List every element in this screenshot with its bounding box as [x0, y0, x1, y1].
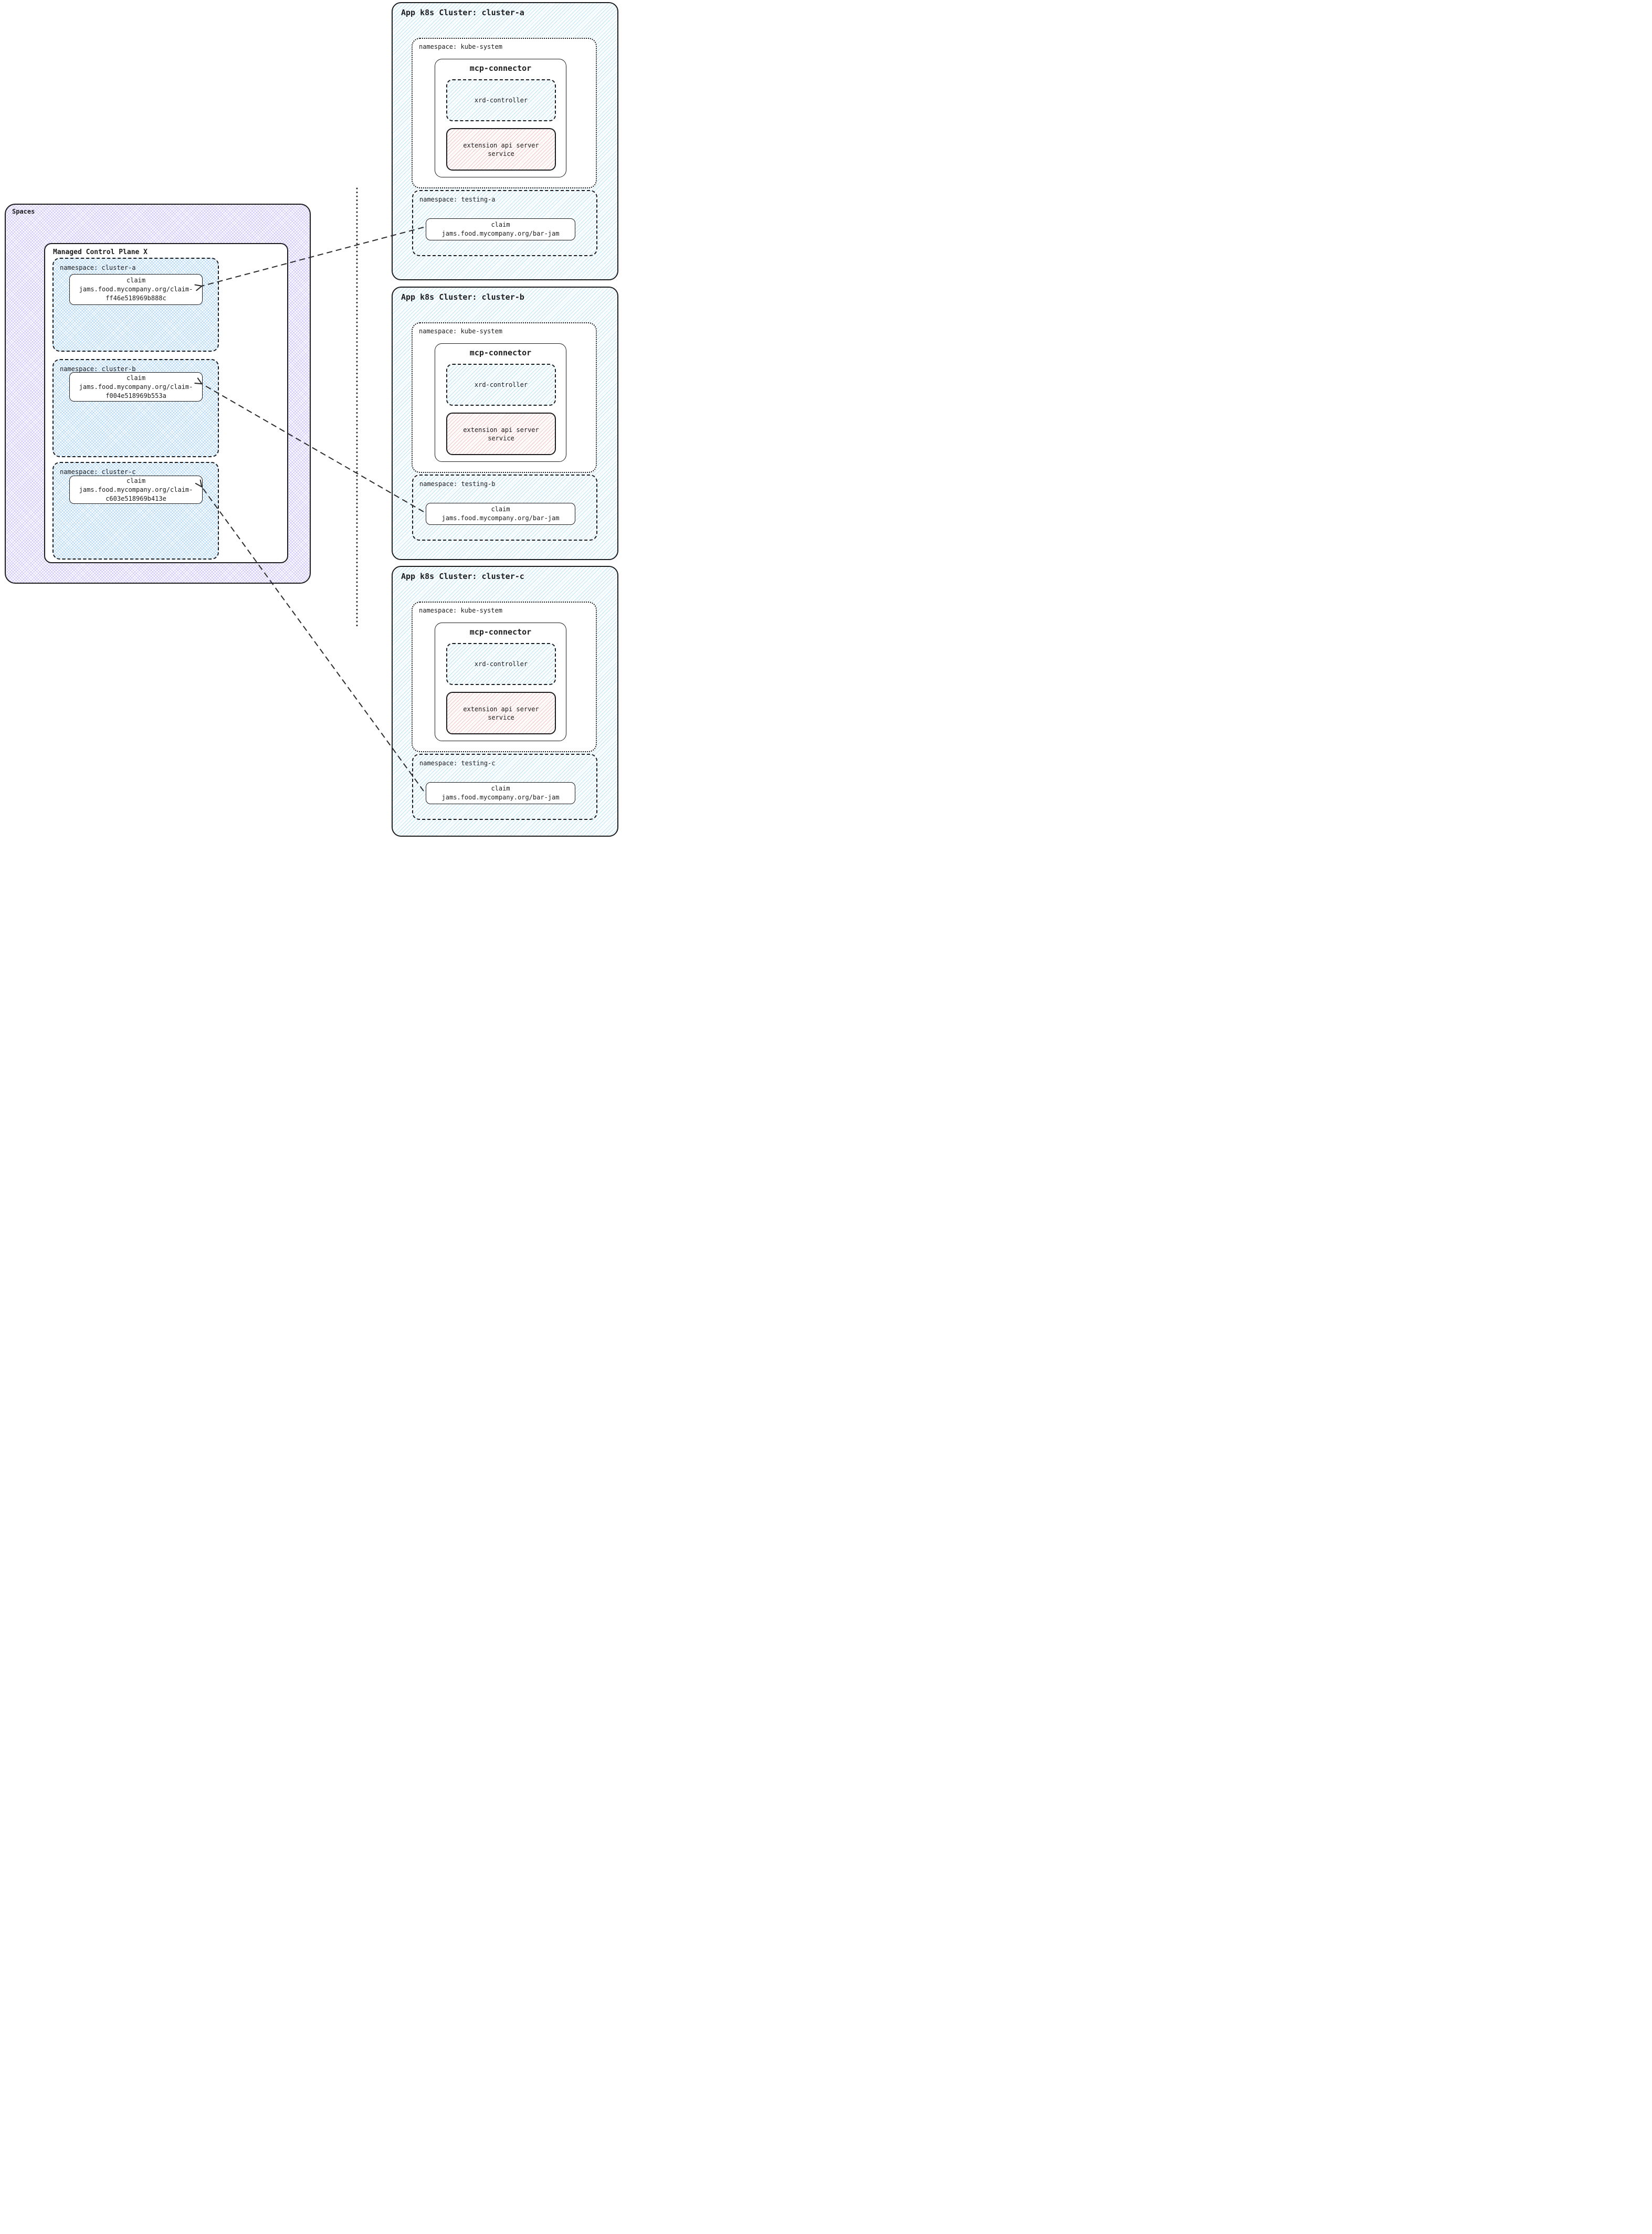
mcp-connector-box-c: mcp-connector xrd-controller extension a… [435, 623, 566, 741]
kube-system-label-b: namespace: kube-system [419, 328, 502, 335]
testing-namespace-box-c: namespace: testing-c claim jams.food.myc… [412, 754, 597, 820]
mcp-connector-box-a: mcp-connector xrd-controller extension a… [435, 59, 566, 177]
mcp-connector-title-c: mcp-connector [469, 627, 532, 637]
namespace-label-cluster-c: namespace: cluster-c [60, 468, 136, 476]
kube-system-box-b: namespace: kube-system mcp-connector xrd… [412, 322, 597, 473]
cluster-title-a: App k8s Cluster: cluster-a [401, 8, 524, 17]
extension-api-server-box-b: extension api server service [446, 413, 556, 455]
claim-line1: jams.food.mycompany.org/claim- [79, 383, 193, 391]
claim-box-cluster-b: claim jams.food.mycompany.org/claim- f00… [69, 372, 203, 402]
testing-namespace-label-c: namespace: testing-c [419, 760, 496, 767]
testing-namespace-box-a: namespace: testing-a claim jams.food.myc… [412, 190, 597, 256]
extension-api-server-box-c: extension api server service [446, 692, 556, 734]
xrd-controller-box-c: xrd-controller [446, 643, 556, 685]
claim-title: claim [126, 374, 146, 382]
claim-title: claim [126, 277, 146, 284]
managed-control-plane-box: Managed Control Plane X namespace: clust… [44, 243, 288, 563]
claim-line1: jams.food.mycompany.org/claim- [79, 286, 193, 293]
claim-box-bar-jam-c: claim jams.food.mycompany.org/bar-jam [426, 782, 575, 804]
namespace-label-cluster-a: namespace: cluster-a [60, 264, 136, 271]
claim-box-cluster-a: claim jams.food.mycompany.org/claim- ff4… [69, 274, 203, 305]
extension-api-server-box-a: extension api server service [446, 128, 556, 171]
extension-api-line2: service [488, 150, 514, 157]
xrd-controller-box-b: xrd-controller [446, 364, 556, 406]
xrd-controller-label: xrd-controller [474, 381, 528, 388]
claim-target: jams.food.mycompany.org/bar-jam [441, 514, 560, 522]
kube-system-label-a: namespace: kube-system [419, 43, 502, 50]
claim-box-bar-jam-b: claim jams.food.mycompany.org/bar-jam [426, 503, 575, 525]
claim-line1: jams.food.mycompany.org/claim- [79, 486, 193, 493]
xrd-controller-label: xrd-controller [474, 660, 528, 668]
diagram-canvas: Spaces Managed Control Plane X namespace… [0, 0, 619, 838]
extension-api-line2: service [488, 434, 514, 442]
kube-system-box-c: namespace: kube-system mcp-connector xrd… [412, 602, 597, 752]
testing-namespace-box-b: namespace: testing-b claim jams.food.myc… [412, 475, 597, 541]
testing-namespace-label-a: namespace: testing-a [419, 196, 496, 203]
mcp-connector-title-b: mcp-connector [469, 348, 532, 357]
mcp-connector-box-b: mcp-connector xrd-controller extension a… [435, 343, 566, 462]
claim-line2: f004e518969b553a [106, 392, 166, 399]
claim-target: jams.food.mycompany.org/bar-jam [441, 230, 560, 237]
cluster-box-a: App k8s Cluster: cluster-a namespace: ku… [392, 2, 618, 280]
cluster-title-c: App k8s Cluster: cluster-c [401, 572, 524, 581]
testing-namespace-label-b: namespace: testing-b [419, 480, 496, 488]
spaces-box: Spaces Managed Control Plane X namespace… [5, 204, 311, 584]
extension-api-line1: extension api server [463, 426, 539, 434]
cluster-box-b: App k8s Cluster: cluster-b namespace: ku… [392, 287, 618, 560]
namespace-label-cluster-b: namespace: cluster-b [60, 365, 136, 373]
cluster-title-b: App k8s Cluster: cluster-b [401, 292, 524, 302]
namespace-box-cluster-a: namespace: cluster-a claim jams.food.myc… [52, 258, 219, 352]
namespace-box-cluster-b: namespace: cluster-b claim jams.food.myc… [52, 359, 219, 457]
claim-box-bar-jam-a: claim jams.food.mycompany.org/bar-jam [426, 218, 575, 240]
claim-title: claim [491, 505, 510, 513]
extension-api-line2: service [488, 713, 514, 721]
claim-target: jams.food.mycompany.org/bar-jam [441, 794, 560, 801]
xrd-controller-box-a: xrd-controller [446, 79, 556, 121]
xrd-controller-label: xrd-controller [474, 97, 528, 104]
extension-api-line1: extension api server [463, 141, 539, 149]
kube-system-box-a: namespace: kube-system mcp-connector xrd… [412, 38, 597, 188]
namespace-box-cluster-c: namespace: cluster-c claim jams.food.myc… [52, 462, 219, 560]
managed-control-plane-title: Managed Control Plane X [53, 248, 148, 256]
spaces-title: Spaces [12, 208, 35, 215]
cluster-box-c: App k8s Cluster: cluster-c namespace: ku… [392, 566, 618, 837]
claim-line2: ff46e518969b888c [106, 294, 166, 302]
claim-box-cluster-c: claim jams.food.mycompany.org/claim- c60… [69, 476, 203, 504]
claim-title: claim [491, 221, 510, 228]
claim-line2: c603e518969b413e [106, 494, 166, 502]
claim-title: claim [491, 785, 510, 792]
mcp-connector-title-a: mcp-connector [469, 64, 532, 73]
extension-api-line1: extension api server [463, 705, 539, 713]
kube-system-label-c: namespace: kube-system [419, 607, 502, 614]
claim-title: claim [126, 477, 146, 484]
